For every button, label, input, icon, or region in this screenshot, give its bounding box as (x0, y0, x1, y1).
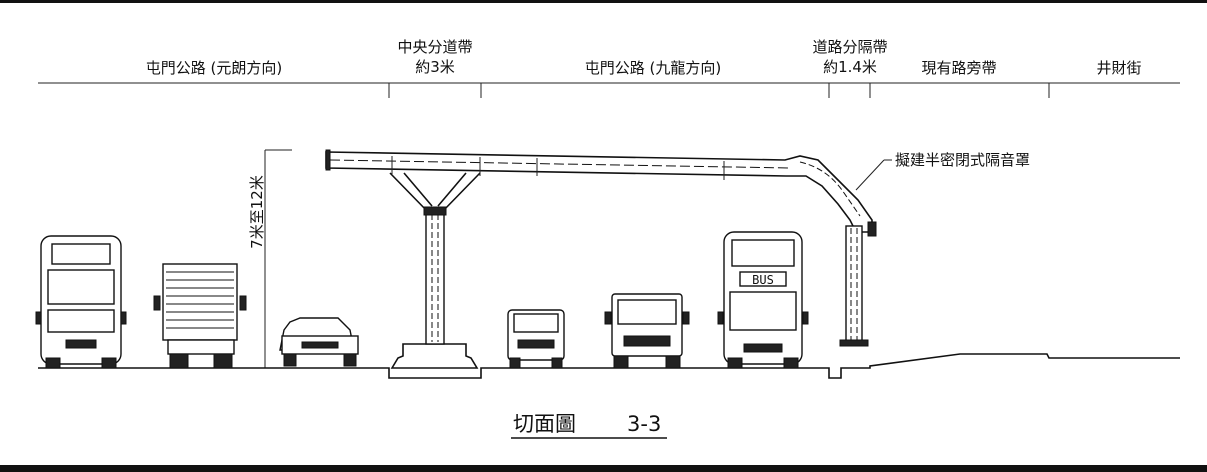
lorry (153, 263, 247, 369)
zone-labels: 屯門公路 (元朗方向) 中央分道帶 約3米 屯門公路 (九龍方向) 道路分隔帶 … (146, 38, 1142, 77)
enclosure-label: 擬建半密閉式隔音罩 (895, 151, 1030, 169)
zone-label-central-2: 約3米 (415, 58, 455, 76)
bottom-border (0, 465, 1207, 472)
zone-label-tm-kln: 屯門公路 (九龍方向) (585, 59, 721, 77)
zone-label-divider-2: 約1.4米 (823, 58, 877, 76)
zone-label-divider-1: 道路分隔帶 (812, 38, 887, 56)
noise-enclosure-roof (325, 149, 873, 233)
caption-number: 3-3 (627, 412, 661, 436)
truck (604, 293, 690, 369)
height-dim-label: 7米至12米 (248, 175, 266, 249)
zone-label-verge: 現有路旁帶 (921, 59, 996, 77)
van (507, 309, 565, 369)
section-caption: 切面圖 3-3 (511, 412, 667, 439)
height-dimension: 7米至12米 (248, 149, 292, 368)
central-column (389, 172, 481, 345)
zone-dimension-line (38, 82, 1180, 98)
central-median-barrier (390, 343, 479, 369)
double-decker-bus-left (35, 235, 127, 369)
ground-line (38, 353, 1180, 379)
zone-label-tm-yl: 屯門公路 (元朗方向) (146, 59, 282, 77)
double-decker-bus-right: BUS (717, 231, 809, 369)
side-column (839, 221, 877, 347)
enclosure-callout: 擬建半密閉式隔音罩 (855, 151, 1030, 191)
top-border (0, 0, 1207, 3)
zone-label-street: 井財街 (1096, 59, 1141, 77)
bus-destination-sign: BUS (752, 273, 774, 287)
caption-title: 切面圖 (513, 412, 576, 436)
zone-label-central-1: 中央分道帶 (397, 38, 472, 56)
car (279, 317, 359, 367)
